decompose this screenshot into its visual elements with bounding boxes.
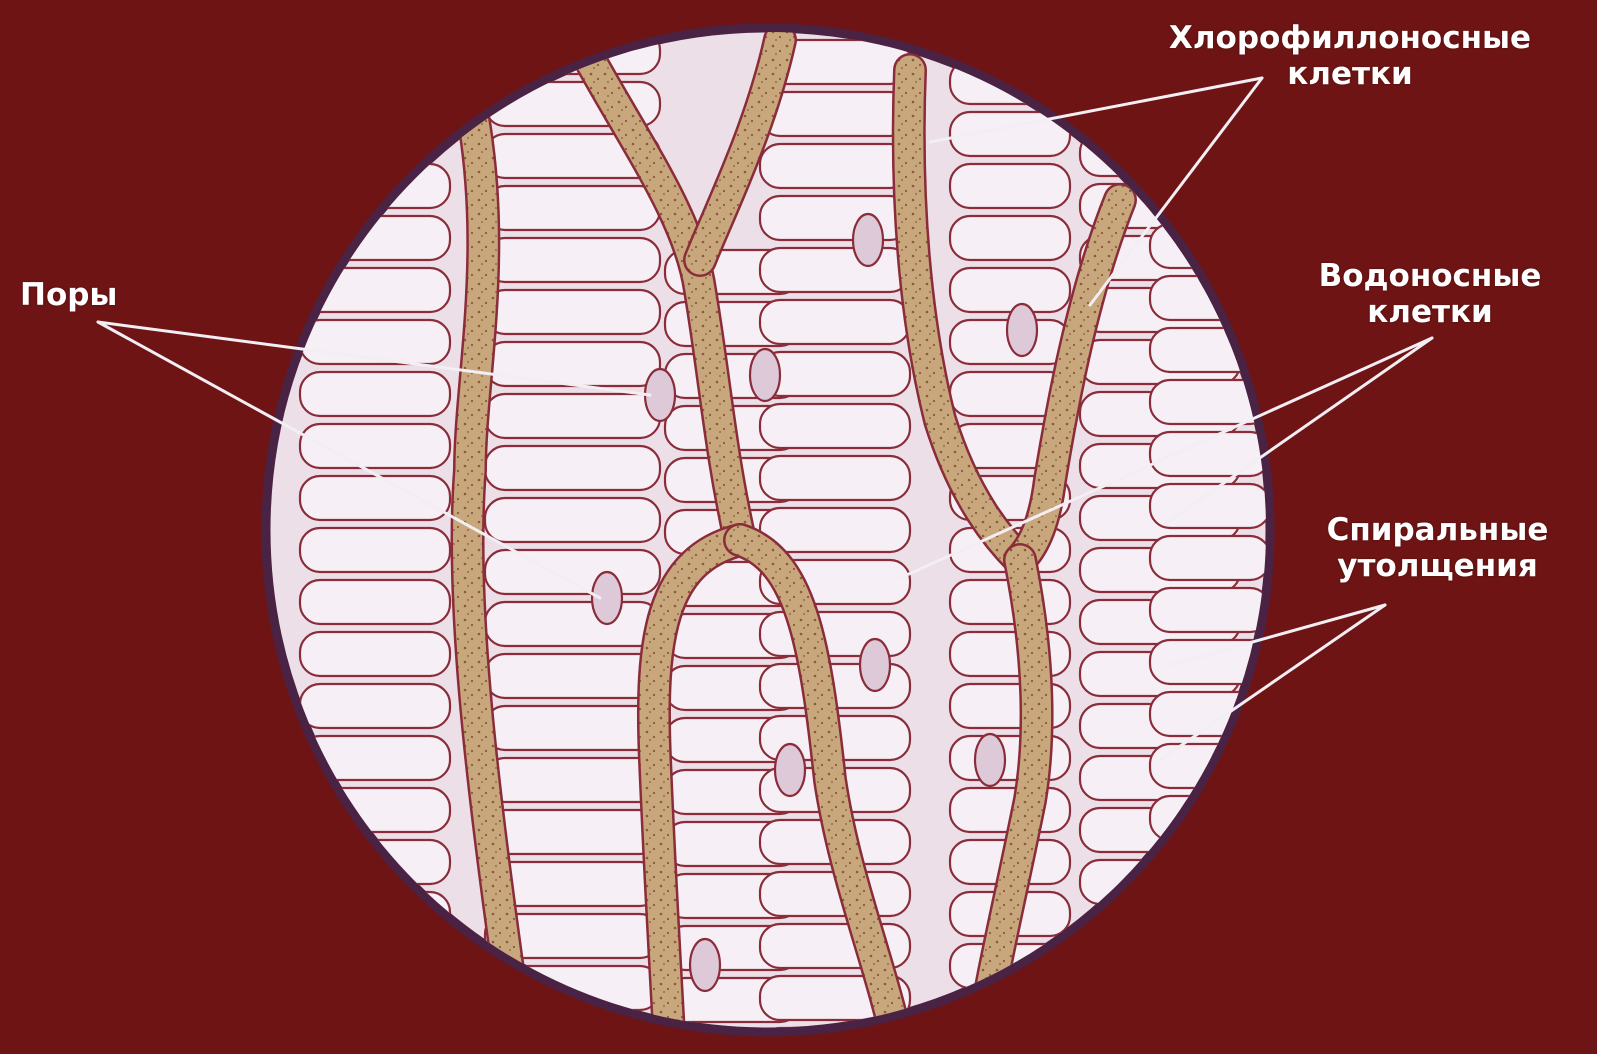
water-cell [485,290,660,334]
water-cell [950,996,1070,1040]
label-chlorophyll-line1: Хлорофиллоносные [1140,20,1560,56]
water-cell [1150,900,1270,944]
water-cell [485,238,660,282]
water-cell [760,196,910,240]
label-chlorophyll-cells: Хлорофиллоносные клетки [1140,20,1560,92]
label-water-line1: Водоносные [1295,258,1565,294]
water-cell [485,966,660,1010]
water-cell [1150,588,1270,632]
pore [1007,304,1037,356]
water-cell [760,352,910,396]
water-cell [950,164,1070,208]
water-cell [950,1048,1070,1054]
water-cell [485,550,660,594]
water-cell [300,1048,450,1054]
water-cell [1080,860,1240,904]
pore [775,744,805,796]
water-cell [760,92,910,136]
water-cell [485,446,660,490]
pore [690,939,720,991]
water-cell [760,508,910,552]
water-cell [1150,536,1270,580]
water-cell [485,186,660,230]
water-cell [1080,964,1240,1008]
water-cell [760,300,910,344]
label-spiral-line1: Спиральные [1300,512,1575,548]
label-pores: Поры [20,277,117,313]
water-cell [485,810,660,854]
water-cell [485,342,660,386]
water-cell [950,216,1070,260]
water-cell [300,528,450,572]
water-cell [300,476,450,520]
label-pores-line1: Поры [20,277,117,313]
pore [592,572,622,624]
water-cell [300,164,450,208]
water-cell [1150,952,1270,996]
water-cell [1080,912,1240,956]
water-cell [300,372,450,416]
water-cell [1150,692,1270,736]
water-cell [300,632,450,676]
water-cell [300,580,450,624]
water-cell [760,144,910,188]
label-chlorophyll-line2: клетки [1140,56,1560,92]
pore [853,214,883,266]
label-spiral-line2: утолщения [1300,548,1575,584]
water-cell [485,394,660,438]
water-cell [485,758,660,802]
water-cell [950,268,1070,312]
water-cell [485,1018,660,1054]
pore [860,639,890,691]
water-cell [485,706,660,750]
water-cell [485,654,660,698]
water-cell [300,944,450,988]
water-cell [1080,1016,1240,1054]
water-cell [485,602,660,646]
water-cell [300,60,450,104]
water-cell [1150,120,1270,164]
water-cell [300,112,450,156]
water-cell [760,456,910,500]
water-cell [1150,1004,1270,1048]
label-water-cells: Водоносные клетки [1295,258,1565,330]
water-cell [300,684,450,728]
water-cell [760,404,910,448]
water-cell [300,996,450,1040]
pore [750,349,780,401]
water-cell [760,248,910,292]
pore [975,734,1005,786]
water-cell [1150,328,1270,372]
water-cell [1150,848,1270,892]
water-cell [485,498,660,542]
water-cell [300,788,450,832]
water-cell [1150,172,1270,216]
label-spiral-thickenings: Спиральные утолщения [1300,512,1575,584]
label-water-line2: клетки [1295,294,1565,330]
